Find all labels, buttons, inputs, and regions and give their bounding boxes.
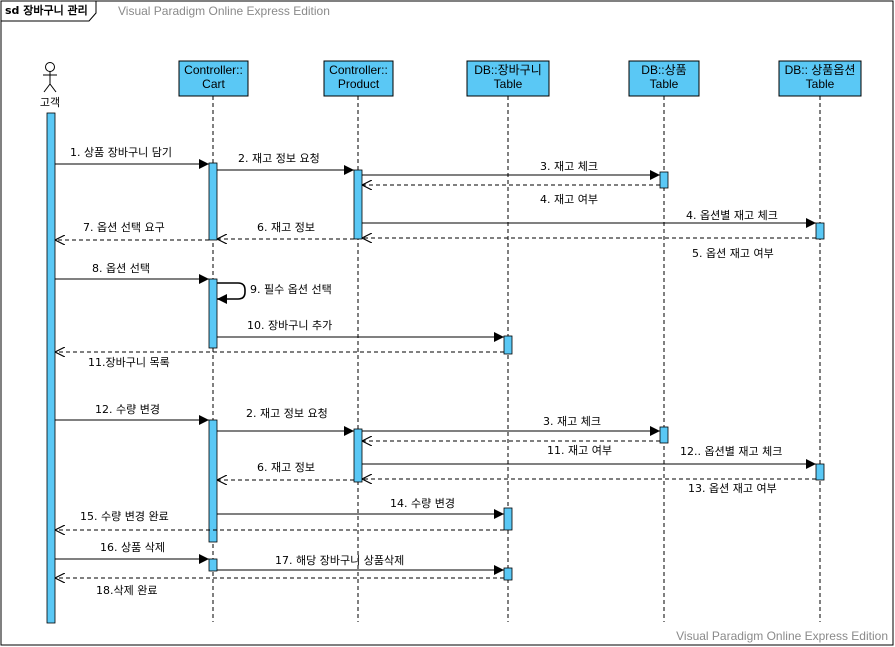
watermark-bottom: Visual Paradigm Online Express Edition: [676, 629, 888, 643]
messages: 1. 상품 장바구니 담기 2. 재고 정보 요청 3. 재고 체크 4. 재고 여부…: [55, 146, 816, 597]
activation-proddb-2: [659, 426, 669, 444]
activation-cart-1: [208, 162, 218, 241]
lifeline-cart: Controller:: Cart: [178, 60, 249, 97]
message-23: 17. 해당 장바구니 상품삭제: [217, 553, 504, 575]
message-13: 12. 수량 변경: [55, 403, 209, 425]
message-11-label: 10. 장바구니 추가: [247, 319, 332, 332]
actor-head-icon: [45, 62, 55, 72]
message-8: 7. 옵션 선택 요구: [55, 221, 209, 240]
message-1-label: 1. 상품 장바구니 담기: [70, 146, 172, 159]
message-23-label: 17. 해당 장바구니 상품삭제: [275, 553, 404, 567]
activation-cartdb-2: [503, 507, 513, 531]
message-18-label: 13. 옵션 재고 여부: [688, 482, 777, 495]
message-19: 6. 재고 정보: [217, 461, 354, 480]
message-14-label: 2. 재고 정보 요청: [246, 407, 328, 420]
lifeline-proddb-title: DB::상품: [641, 63, 686, 77]
actor-customer: 고객: [40, 62, 60, 109]
activation-cart-4: [208, 558, 218, 572]
message-21: 15. 수량 변경 완료: [55, 510, 504, 530]
message-19-label: 6. 재고 정보: [257, 461, 315, 474]
message-6-label: 5. 옵션 재고 여부: [692, 247, 774, 260]
message-24-label: 18.삭제 완료: [96, 584, 157, 597]
message-1: 1. 상품 장바구니 담기: [55, 146, 209, 169]
lifeline-optdb: DB:: 상품옵션 Table: [778, 60, 862, 97]
actor-leg-left: [43, 83, 51, 93]
lifeline-cart-title: Controller::: [184, 63, 243, 77]
activation-cartdb-3: [503, 567, 513, 581]
message-16-label: 11. 재고 여부: [547, 444, 612, 457]
message-12: 11.장바구니 목록: [55, 352, 504, 369]
lifeline-cart-subtitle: Cart: [202, 77, 225, 91]
message-8-label: 7. 옵션 선택 요구: [83, 221, 165, 234]
activation-cartdb-1: [503, 335, 513, 355]
lifeline-proddb: DB::상품 Table: [628, 60, 700, 97]
lifeline-cart-box: [178, 60, 249, 97]
message-17-label: 12.. 옵션별 재고 체크: [680, 445, 782, 458]
lifeline-product: Controller:: Product: [323, 60, 394, 97]
watermark-top: Visual Paradigm Online Express Edition: [118, 4, 330, 18]
activation-optdb-1: [815, 222, 825, 240]
message-10-arrow: [217, 282, 246, 304]
message-13-label: 12. 수량 변경: [95, 403, 160, 416]
message-6: 5. 옵션 재고 여부: [362, 238, 816, 260]
message-3: 3. 재고 체크: [362, 160, 660, 180]
activation-cart-2: [208, 278, 218, 349]
lifeline-proddb-box: [628, 60, 700, 97]
message-3-label: 3. 재고 체크: [540, 160, 598, 173]
activation-cart-3: [208, 419, 218, 543]
message-20-label: 14. 수량 변경: [390, 497, 455, 510]
message-10: 9. 필수 옵션 선택: [217, 282, 332, 304]
message-5: 4. 옵션별 재고 체크: [362, 209, 816, 228]
message-22-label: 16. 상품 삭제: [100, 541, 165, 554]
message-15: 3. 재고 체크: [362, 415, 660, 436]
message-21-label: 15. 수량 변경 완료: [80, 510, 169, 523]
message-15-label: 3. 재고 체크: [543, 415, 601, 428]
lifeline-optdb-subtitle: Table: [806, 77, 835, 91]
message-12-label: 11.장바구니 목록: [88, 356, 170, 369]
frame-label: sd 장바구니 관리: [5, 3, 88, 17]
message-2-label: 2. 재고 정보 요청: [238, 152, 320, 165]
lifeline-cartdb-subtitle: Table: [494, 77, 523, 91]
lifeline-product-subtitle: Product: [338, 77, 380, 91]
message-7: 6. 재고 정보: [217, 221, 354, 239]
message-20: 14. 수량 변경: [217, 497, 504, 519]
lifeline-optdb-box: [778, 60, 862, 97]
activation-product-2: [353, 428, 363, 483]
message-9: 8. 옵션 선택: [55, 262, 209, 284]
message-5-label: 4. 옵션별 재고 체크: [686, 209, 778, 222]
message-10-label: 9. 필수 옵션 선택: [250, 283, 332, 296]
message-9-label: 8. 옵션 선택: [92, 262, 150, 275]
activation-optdb-2: [815, 463, 825, 481]
actor-leg-right: [49, 83, 57, 93]
activation-product-1: [353, 169, 363, 240]
actor-activation: [46, 112, 56, 624]
message-22: 16. 상품 삭제: [55, 541, 209, 564]
actor-label: 고객: [40, 96, 60, 109]
lifeline-cartdb-title: DB::장바구니: [474, 63, 542, 77]
message-18: 13. 옵션 재고 여부: [362, 479, 816, 495]
lifeline-cartdb: DB::장바구니 Table: [466, 60, 550, 97]
message-4: 4. 재고 여부: [362, 185, 660, 206]
message-14: 2. 재고 정보 요청: [217, 407, 354, 436]
message-17: 12.. 옵션별 재고 체크: [362, 445, 816, 469]
frame-label-tab: [0, 0, 97, 22]
message-7-label: 6. 재고 정보: [257, 221, 315, 234]
message-2: 2. 재고 정보 요청: [217, 152, 354, 175]
lifeline-product-title: Controller::: [329, 63, 388, 77]
lifeline-proddb-subtitle: Table: [650, 77, 679, 91]
message-24: 18.삭제 완료: [55, 578, 504, 597]
lifeline-product-box: [323, 60, 394, 97]
message-11: 10. 장바구니 추가: [217, 319, 504, 342]
lifeline-cartdb-box: [466, 60, 550, 97]
lifeline-optdb-title: DB:: 상품옵션: [785, 63, 856, 77]
message-4-label: 4. 재고 여부: [540, 193, 598, 206]
activation-proddb-1: [659, 171, 669, 189]
message-16: 11. 재고 여부: [362, 441, 660, 457]
